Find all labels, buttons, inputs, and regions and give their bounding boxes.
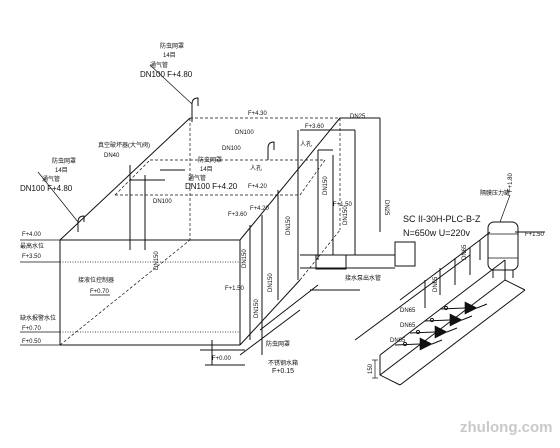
dn100b-label: DN100	[222, 146, 241, 152]
f430-label: F+4.30	[248, 111, 268, 117]
text-labels: 防虫网罩 14目 通气管 DN100 F+4.80 防虫网罩 14目 通气管 D…	[20, 42, 553, 436]
dn100a-label: DN100	[235, 130, 254, 136]
vent-pipe-left	[37, 171, 85, 232]
piping	[129, 117, 416, 366]
pump-3	[449, 313, 463, 327]
rk-b-label: 人孔	[300, 140, 312, 148]
dn65e-label: DN65	[433, 276, 439, 292]
dimension-150	[372, 359, 378, 379]
dimension-150-label: 150	[368, 363, 374, 374]
vacuum-valve-label: 真空破坏器(大气阀)	[98, 141, 150, 149]
f360b-label: F+3.60	[228, 212, 248, 218]
dn150b-label: DN150	[343, 206, 349, 225]
f150a-label: F+1.50	[333, 202, 353, 208]
f150c-label: F+1.50	[525, 232, 545, 238]
dn65d-label: DN65	[462, 244, 468, 260]
vent-14-mid-label: 14目	[200, 166, 213, 173]
vent-cap-top-label: 防虫网罩	[160, 42, 184, 50]
vent-14-left-label: 14目	[55, 167, 68, 174]
dn150g-label: DN150	[268, 273, 274, 292]
f000-label: F+0.00	[212, 356, 232, 362]
f070a-label: F+0.70	[90, 289, 110, 295]
dn150e-label: DN150	[242, 249, 248, 268]
pump-4	[464, 301, 478, 315]
level-ctrl-label: 接液位控制器	[78, 276, 114, 284]
dn150a-label: DN150	[323, 176, 329, 195]
vent-pipe-top	[149, 64, 199, 122]
f050-label: F+0.50	[22, 339, 42, 345]
dn150d-label: DN150	[286, 216, 292, 235]
vent-pipe-top-label: 通气管	[150, 61, 168, 69]
dn65c-label: DN65	[390, 338, 406, 344]
pressure-tank	[487, 194, 519, 278]
to-pipe-label: 接水泵出水管	[345, 274, 381, 282]
water-tank	[59, 117, 341, 346]
dn100c-label: DN100	[153, 199, 172, 205]
min-level-label: 缺水报警水位	[20, 314, 56, 322]
dn25a-label: DN25	[350, 114, 366, 120]
vent-pipe-left-label: 通气管	[42, 175, 60, 183]
vent-pipe-mid-label: 通气管	[188, 174, 206, 182]
f350-label: F+3.50	[22, 254, 42, 260]
dn65a-label: DN65	[400, 308, 416, 314]
pressure-tank-label: 隔膜压力罐	[480, 189, 510, 197]
f070b-label: F+0.70	[22, 326, 42, 332]
to-tank-label: 不锈钢水箱	[268, 359, 298, 367]
dn150c-label: DN150	[154, 251, 160, 270]
max-level-label: 最高水位	[20, 242, 44, 250]
mesh-cap-label: 防虫网罩	[266, 340, 290, 348]
vent-14-top-label: 14目	[163, 52, 176, 59]
f015-label: F+0.15	[272, 368, 294, 375]
vent-dn-mid-label: DN100 F+4.20	[185, 182, 238, 191]
f360a-label: F+3.60	[305, 124, 325, 130]
dn25b-label: DN25	[383, 200, 389, 216]
watermark: zhulong.com	[460, 419, 553, 436]
f420b-label: F+4.20	[250, 206, 270, 212]
dn150f-label: DN150	[254, 299, 260, 318]
vent-cap-left-label: 防虫网罩	[52, 157, 76, 165]
vent-dn-top-label: DN100 F+4.80	[140, 70, 193, 79]
vent-cap-mid-label: 防虫网罩	[198, 156, 222, 164]
vent-pipe-mid	[267, 141, 275, 160]
rk-a-label: 人孔	[250, 164, 262, 172]
level-marks	[20, 239, 110, 346]
f180-label: F+1.80	[508, 172, 514, 192]
pump-skid	[354, 231, 545, 386]
vent-dn-left-label: DN100 F+4.80	[20, 184, 73, 193]
dn65b-label: DN65	[400, 323, 416, 329]
f400-label: F+4.00	[22, 232, 42, 238]
f420a-label: F+4.20	[248, 184, 268, 190]
f150b-label: F+1.50	[225, 286, 245, 292]
pump-2	[434, 325, 448, 339]
dn40-label: DN40	[104, 153, 120, 159]
pump-power-label: N=650w U=220v	[403, 228, 471, 238]
pump-model-label: SC II-30H-PLC-B-Z	[403, 214, 481, 224]
